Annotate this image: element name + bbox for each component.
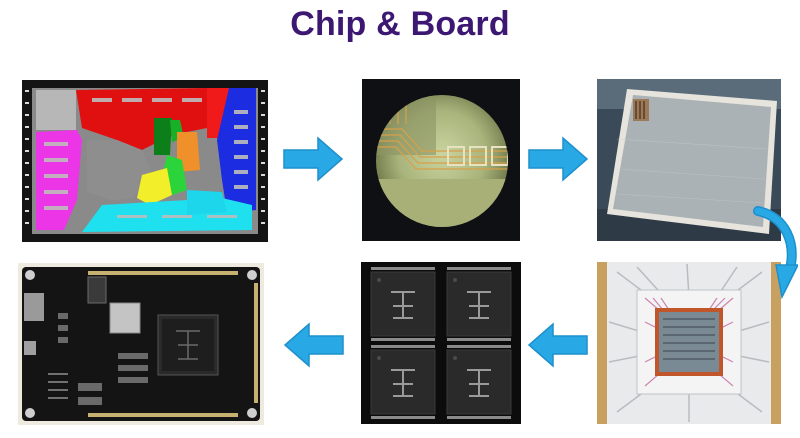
- arrow-right-icon: [527, 136, 589, 182]
- pcb-board-image: [18, 263, 264, 425]
- microscope-view-image: [362, 79, 520, 241]
- curved-arrow-down-icon: [752, 203, 798, 303]
- arrow-left-icon: [527, 322, 589, 368]
- arrow-left-icon: [283, 322, 345, 368]
- arrow-right-icon: [282, 136, 344, 182]
- chip-layout-image: [22, 80, 268, 242]
- packaged-chips-image: [361, 262, 521, 424]
- page-title: Chip & Board: [290, 5, 510, 43]
- bare-die-image: [597, 79, 781, 241]
- wire-bonded-die-image: [597, 262, 781, 424]
